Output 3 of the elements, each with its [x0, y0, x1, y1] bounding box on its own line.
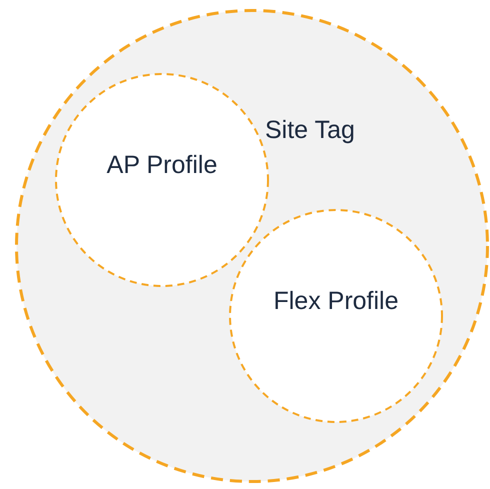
profile-label: Flex Profile: [272, 286, 400, 316]
group-label: Site Tag: [265, 115, 356, 145]
profile-label: AP Profile: [106, 150, 218, 180]
